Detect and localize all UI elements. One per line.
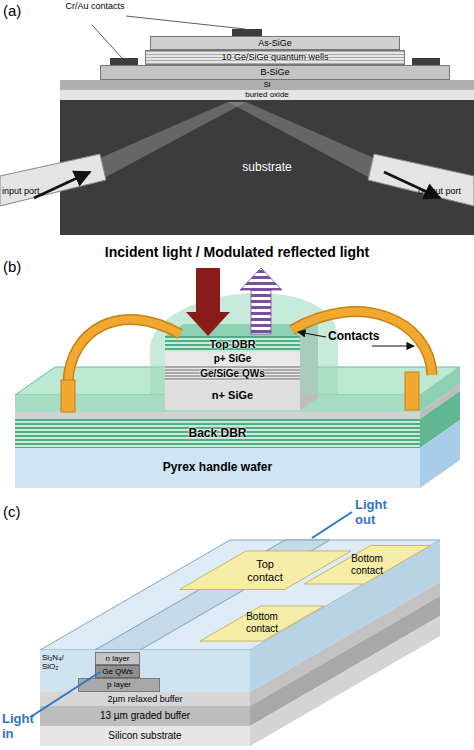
input-arrow [34,172,90,198]
leader-arrow [298,332,326,337]
contact-via [405,372,419,410]
light-beam [100,102,246,178]
layer-band: Si [60,80,474,90]
panel-letter: (b) [3,258,21,275]
doped-layer: n layer [95,652,140,665]
layer-label: n+ SiGe [212,389,253,402]
leader-line [92,25,122,58]
buffer-layer: 13 µm graded buffer [40,706,250,726]
substrate-side [250,616,440,746]
layer-label: Silicon substrate [108,730,181,742]
dbr-mirror: Top DBR [165,336,300,352]
layer-label: Pyrex handle wafer [163,461,272,475]
layer-label: 13 µm graded buffer [100,710,190,722]
leader-line [126,16,245,29]
callout-label: Contacts [328,330,379,344]
layer-label: B-SiGe [260,67,289,77]
contact-arc-outline [68,320,180,382]
light-label: Light in [2,712,40,742]
layer-band: B-SiGe [100,65,450,80]
layer-label: Top contact [241,558,289,583]
port-label: output port [418,186,461,196]
dbr-mirror: Back DBR [15,419,420,448]
layer-label: Back DBR [188,427,246,441]
layer-label: Top DBR [209,338,255,351]
contact-pad: Bottom contact [304,545,431,584]
layer-label: Bottom contact [237,611,287,634]
layer-label: buried oxide [245,90,289,100]
contact-via [61,380,75,412]
layer-band: p+ SiGe [165,352,300,366]
layer-label: 2µm relaxed buffer [107,694,182,704]
light-out-line [312,512,352,538]
light-caption: Incident light / Modulated reflected lig… [40,244,434,260]
layer-label: 10 Ge/SiGe quantum wells [221,52,328,62]
substrate-block: substrate [60,100,474,235]
substrate-layer: Silicon substrate [40,726,250,746]
layer-band: As-SiGe [150,36,400,50]
light-in-line [32,672,100,716]
contact-pad: Bottom contact [200,606,324,641]
layer-band: n+ SiGe [165,381,300,410]
layer-label: As-SiGe [258,38,292,48]
reflected-arrow-shaft [251,290,271,334]
panel-letter: (a) [3,2,21,19]
input-fiber [0,154,106,206]
layer-label: p+ SiGe [214,353,252,365]
oxide-dome [150,293,338,394]
panel-letter: (c) [3,503,21,520]
layer-band: buried oxide [60,90,474,100]
callout-label: Cr/Au contacts [62,1,128,11]
layer-label: substrate [242,161,291,175]
layer-label: n layer [105,654,129,663]
contact-pad [412,58,440,65]
quantum-well-stack: Ge QWs [95,665,140,678]
handle-wafer: Pyrex handle wafer [15,448,420,488]
incident-arrow-shaft [196,268,220,312]
contact-arc-outline [292,312,432,375]
port-label: input port [2,186,40,196]
doped-layer: p layer [78,678,160,692]
pyrex-side [420,420,460,488]
contact-pad [110,58,138,65]
quantum-well-stack: 10 Ge/SiGe quantum wells [145,50,405,65]
leader-arrow [372,345,414,346]
light-beam [228,102,374,178]
layer-label: Si₃N₄/ SiO₂ [42,653,78,671]
layer-label: Ge/SiGe QWs [200,368,264,380]
contact-pad [232,29,262,36]
contact-arc [68,320,180,382]
quantum-well-stack: Ge/SiGe QWs [165,366,300,381]
silicon-front [15,412,420,419]
layer-label: Si [263,80,270,90]
output-fiber [368,154,474,206]
cladding-layer: Si₃N₄/ SiO₂ n layer Ge QWs p layer [40,650,250,692]
light-label: Light out [355,498,395,528]
contact-arc [292,312,432,375]
layer-label: Ge QWs [102,667,133,676]
pad-shape [304,546,431,585]
reflected-arrow-head [240,268,282,290]
layer-label: Bottom contact [342,553,392,576]
buffer-layer: 2µm relaxed buffer [40,692,250,706]
pad-shape [200,606,324,641]
layer-label: p layer [107,680,131,689]
incident-arrow-head [186,312,230,336]
